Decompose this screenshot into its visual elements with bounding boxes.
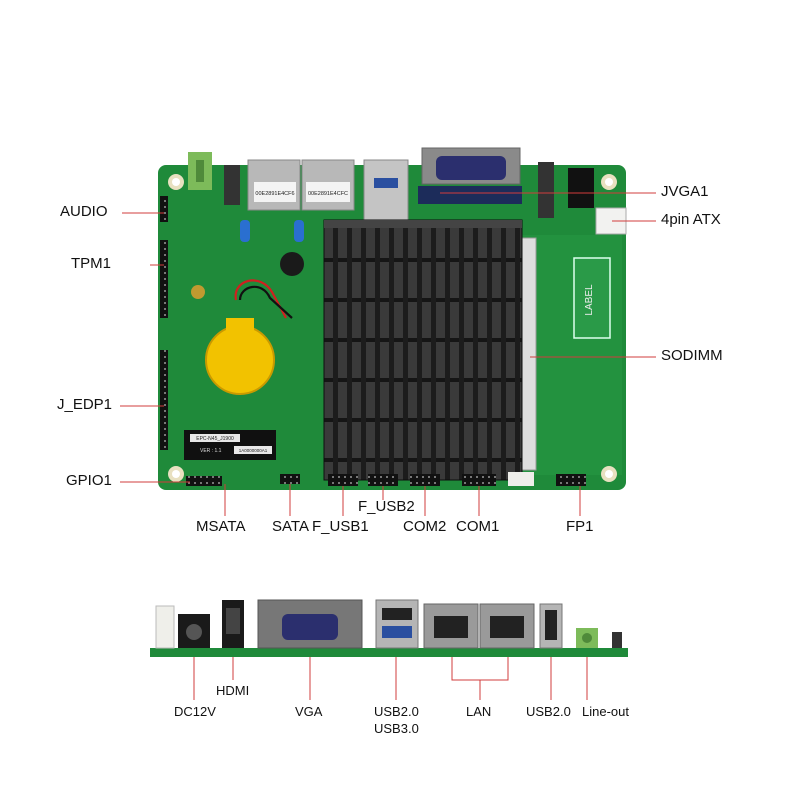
label-sata: SATA [272,518,309,535]
atx-side [155,605,175,649]
capacitor [294,220,304,242]
label-lan: LAN [466,704,492,719]
msata-ver-label: VER : 1.1 [200,448,222,454]
usb-stack [363,159,409,223]
heatsink [323,219,523,481]
side-board [150,599,628,657]
vga-connector [418,147,522,204]
label-fp1: FP1 [566,518,594,535]
label-f-usb1: F_USB1 [312,518,369,535]
screw [191,285,205,299]
label-jvga1: JVGA1 [661,183,709,200]
audio-header [160,196,168,222]
label-com1: COM1 [456,518,500,535]
label-box [573,257,611,339]
sata-header [280,474,300,484]
side-pcb [150,648,628,657]
fp1-header [556,474,586,486]
label-f-usb2: F_USB2 [358,498,415,515]
jvga-header [538,162,554,218]
edp-header [160,350,168,450]
label-usb20-b: USB2.0 [526,704,571,719]
label-hdmi: HDMI [216,683,250,698]
msata-card: EPC-N45_J1900 VER : 1.1 1A0000000A1 [184,430,276,460]
gpio-header [186,476,222,486]
label-usb20-a: USB2.0 [374,704,419,719]
capacitor [240,220,250,242]
buzzer [280,252,304,276]
small-side-part [612,632,622,648]
label-tpm1: TPM1 [71,255,112,272]
com2-header [410,474,440,486]
label-gpio1: GPIO1 [66,472,112,489]
top-leader-lines [120,192,656,516]
lan-ports: 00E2891E4CF6 00E2891E4CFC [247,159,355,211]
mounting-holes [168,174,617,482]
label-audio: AUDIO [60,203,108,220]
mac-label-1: 00E2891E4CF6 [255,191,294,197]
label-dc12v: DC12V [174,704,216,719]
label-line-out: Line-out [582,704,629,719]
label-text: LABEL [584,284,595,316]
label-msata: MSATA [196,518,246,535]
f-usb2-header [368,474,398,486]
hdmi-connector [224,165,240,205]
usb-side [375,599,419,649]
label-4pin-atx: 4pin ATX [661,211,721,228]
side-leader-lines [193,657,588,700]
cmos-battery [205,279,293,395]
label-com2: COM2 [403,518,447,535]
msata-serial-label: 1A0000000A1 [239,448,268,453]
power-socket [568,168,594,208]
tpm-header [160,240,168,318]
com1-header [462,474,496,486]
label-vga: VGA [295,704,323,719]
mac-label-2: 00E2891E4CFC [308,191,348,197]
f-usb1-header [328,474,358,486]
atx-connector [595,207,627,235]
top-board: 00E2891E4CF6 00E2891E4CFC LABEL [158,147,627,490]
small-connector [508,472,534,486]
label-j-edp1: J_EDP1 [57,396,113,413]
msata-card-label: EPC-N45_J1900 [196,436,234,442]
label-sodimm: SODIMM [661,347,723,364]
label-usb30: USB3.0 [374,721,419,736]
